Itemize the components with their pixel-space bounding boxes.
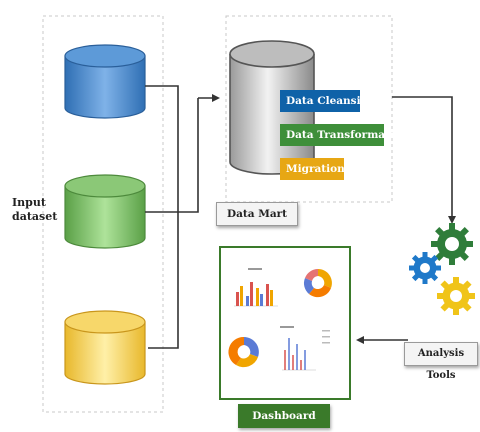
step-migration: Migration bbox=[280, 158, 345, 180]
step-data-transformation: Data Transformation bbox=[280, 124, 409, 146]
analysis-tools-label: Analysis Tools bbox=[404, 342, 478, 381]
input-dataset-group bbox=[42, 15, 164, 413]
dashboard-frame bbox=[219, 246, 351, 400]
database-green-icon bbox=[64, 174, 146, 249]
dashboard-donut-chart-thumbnail bbox=[303, 269, 332, 298]
input-connector-lines bbox=[145, 85, 220, 349]
database-yellow-icon bbox=[64, 310, 146, 385]
datamart-group bbox=[225, 15, 393, 203]
datamart-to-tools-connector bbox=[392, 96, 456, 224]
dashboard-bar-chart-thumbnail bbox=[234, 268, 278, 307]
dashboard-label: Dashboard bbox=[238, 404, 330, 428]
dashboard-column-chart-thumbnail bbox=[280, 326, 330, 371]
input-dataset-label: Input dataset bbox=[12, 196, 57, 224]
gear-blue-icon bbox=[409, 252, 441, 284]
database-blue-icon bbox=[64, 44, 146, 119]
step-data-cleansing: Data Cleansing bbox=[280, 90, 376, 112]
dashboard-pie-chart-thumbnail bbox=[228, 336, 259, 368]
gear-yellow-icon bbox=[437, 277, 475, 315]
gear-green-icon bbox=[431, 223, 473, 265]
input-dataset-label-line2: dataset bbox=[12, 210, 58, 223]
datamart-label: Data Mart bbox=[216, 202, 298, 226]
input-dataset-label-line1: Input bbox=[12, 196, 46, 209]
